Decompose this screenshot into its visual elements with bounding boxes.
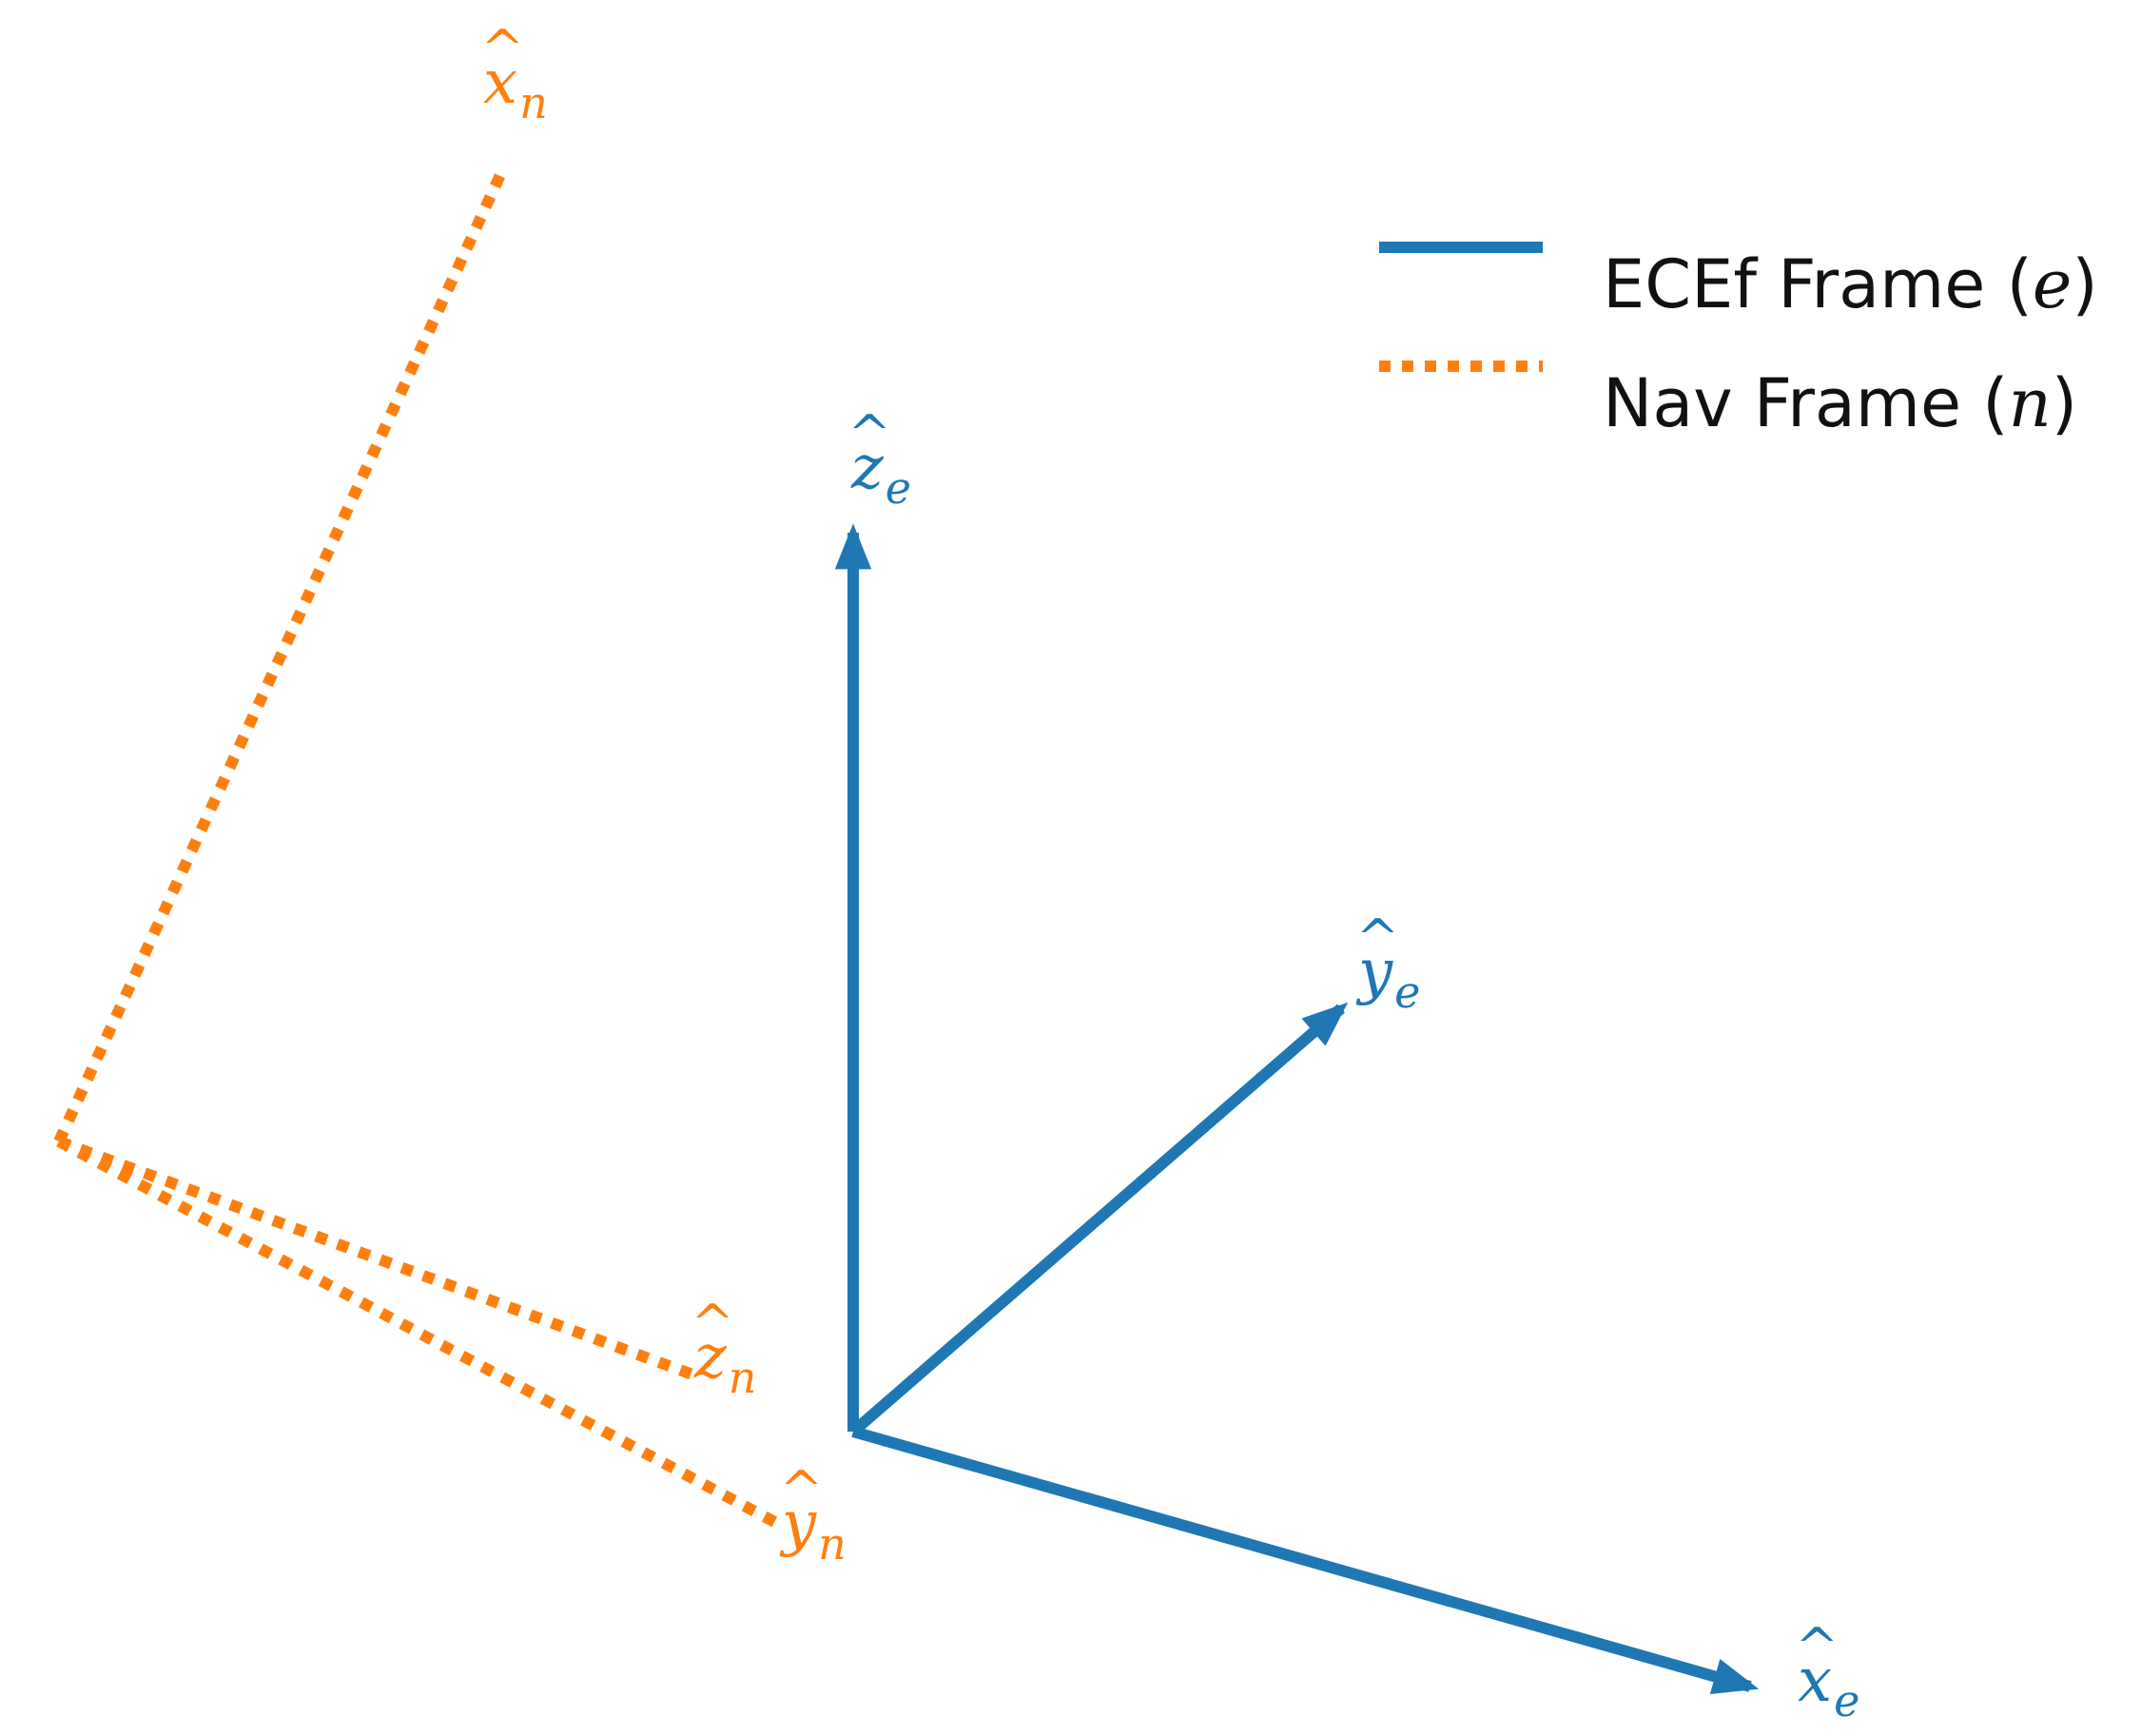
label-xe: ^xe bbox=[1795, 1617, 1860, 1727]
legend-swatch-dotted bbox=[1379, 361, 1543, 372]
label-zn: ^zn bbox=[691, 1294, 757, 1404]
label-xn: ^xn bbox=[480, 19, 548, 129]
legend-label-nav: Nav Frame (n) bbox=[1603, 364, 2078, 442]
ecef-axis-xe bbox=[851, 1426, 1760, 1694]
nav-axis-yn bbox=[56, 1136, 785, 1531]
legend-item-ecef: ECEf Frame (e) bbox=[1379, 238, 2131, 352]
label-ye: ^ye bbox=[1355, 908, 1421, 1019]
legend-swatch-solid bbox=[1379, 242, 1543, 253]
label-yn: ^yn bbox=[779, 1460, 847, 1570]
label-ze: ^ze bbox=[847, 404, 911, 515]
ecef-frame bbox=[834, 523, 1760, 1694]
legend: ECEf Frame (e) Nav Frame (n) bbox=[1379, 238, 2131, 457]
nav-axis-zn bbox=[56, 1136, 695, 1380]
legend-label-ecef: ECEf Frame (e) bbox=[1603, 245, 2098, 323]
ecef-axis-ye bbox=[849, 1002, 1349, 1436]
nav-axis-xn bbox=[53, 164, 510, 1144]
nav-frame bbox=[53, 164, 785, 1531]
legend-item-nav: Nav Frame (n) bbox=[1379, 357, 2131, 471]
